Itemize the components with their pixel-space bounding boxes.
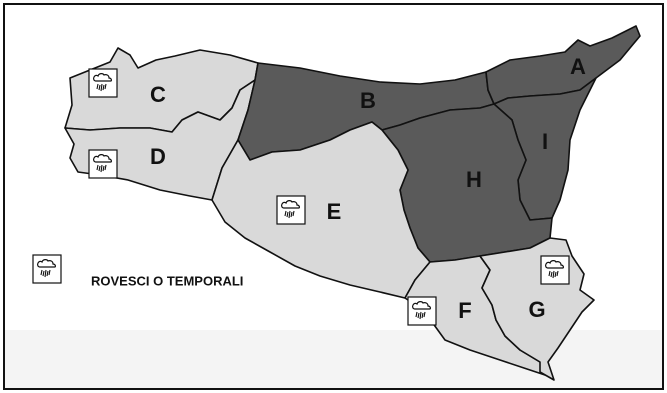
region-label-d: D	[150, 144, 166, 169]
legend-label: ROVESCI O TEMPORALI	[91, 273, 243, 288]
region-label-e: E	[327, 199, 342, 224]
rain-shower-icon	[540, 255, 570, 285]
rain-shower-icon	[407, 296, 437, 326]
region-label-a: A	[570, 54, 586, 79]
region-label-h: H	[466, 167, 482, 192]
rain-shower-icon	[88, 68, 118, 98]
region-label-b: B	[360, 88, 376, 113]
sicily-regions	[64, 25, 641, 381]
region-label-c: C	[150, 82, 166, 107]
region-e-area	[211, 121, 431, 299]
region-label-i: I	[542, 129, 548, 154]
legend: ROVESCI O TEMPORALI	[32, 254, 243, 288]
legend-rain-shower-icon	[32, 254, 62, 284]
region-label-g: G	[528, 297, 545, 322]
region-label-f: F	[458, 298, 471, 323]
rain-shower-icon	[276, 195, 306, 225]
rain-shower-icon	[88, 149, 118, 179]
